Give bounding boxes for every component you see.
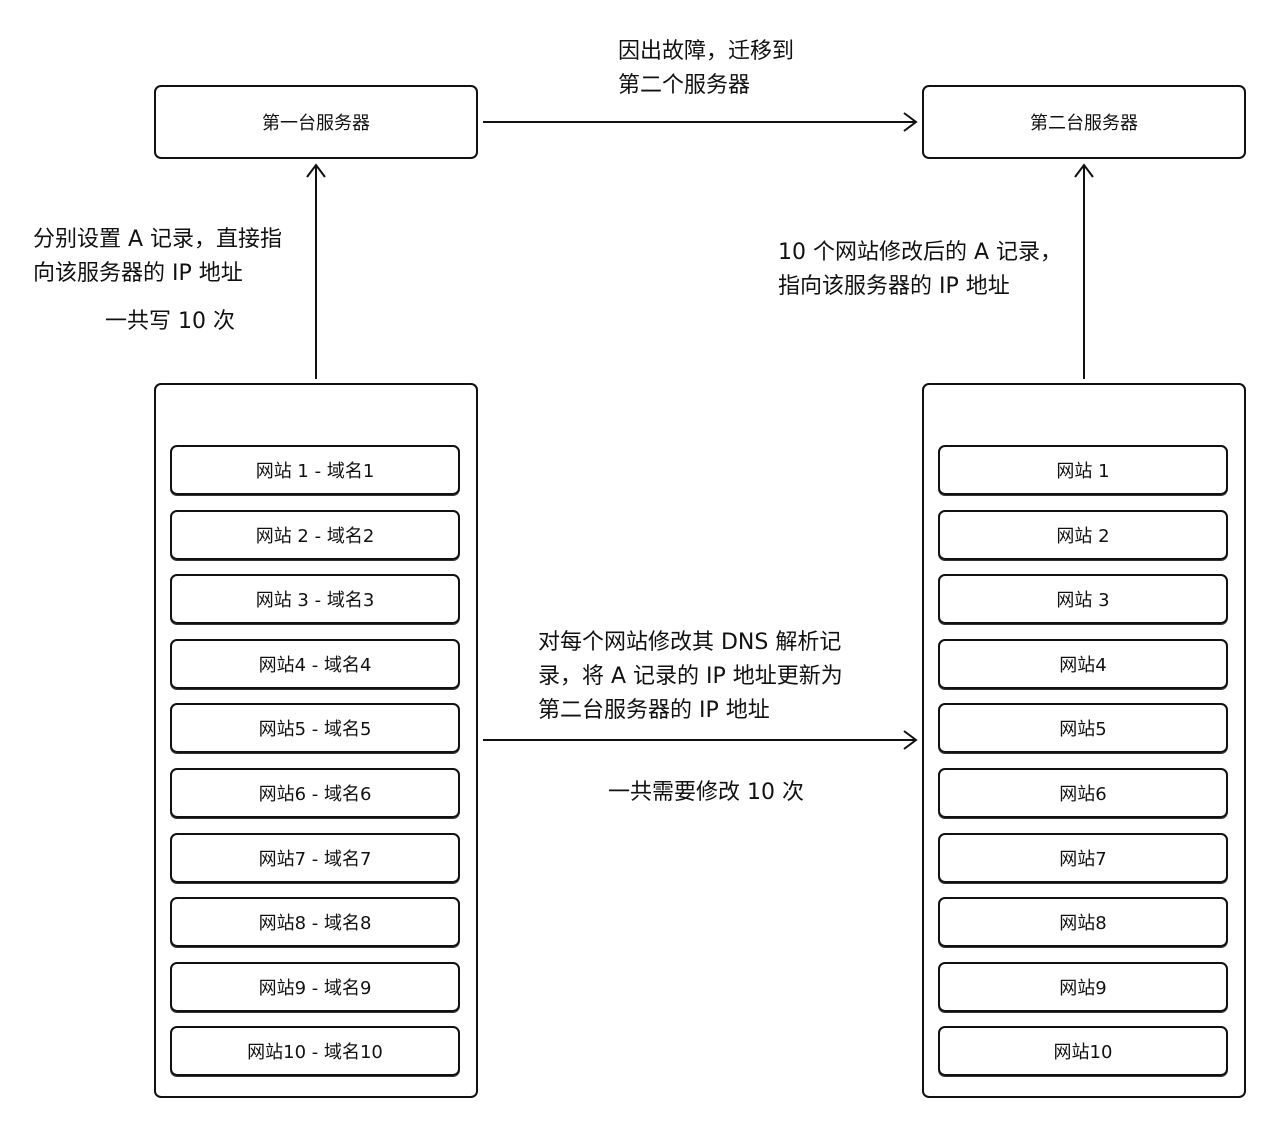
migrate-note-line: 第二个服务器 <box>618 73 751 98</box>
migrate-note: 因出故障，迁移到 第二个服务器 <box>618 35 794 103</box>
left-site-item: 网站6 - 域名6 <box>170 767 460 818</box>
left-site-item: 网站10 - 域名10 <box>170 1026 460 1077</box>
left-site-item: 网站 1 - 域名1 <box>170 445 460 495</box>
left-site-item: 网站 3 - 域名3 <box>170 574 460 625</box>
right-site-item: 网站 1 <box>938 445 1228 495</box>
update-note-line: 第二台服务器的 IP 地址 <box>538 698 770 723</box>
second-server-label: 第二台服务器 <box>1030 113 1138 134</box>
left-site-item: 网站4 - 域名4 <box>170 638 460 689</box>
left-site-container: 网站 1 - 域名1 网站 2 - 域名2 网站 3 - 域名3 网站4 - 域… <box>154 383 478 1098</box>
left-site-item: 网站5 - 域名5 <box>170 703 460 754</box>
first-server-label: 第一台服务器 <box>262 113 370 134</box>
right-site-item: 网站10 <box>938 1026 1228 1077</box>
arrowhead-server2 <box>903 112 918 132</box>
update-note-line: 对每个网站修改其 DNS 解析记 <box>538 630 842 655</box>
update-count-note: 一共需要修改 10 次 <box>608 780 804 805</box>
right-site-item: 网站 2 <box>938 509 1228 560</box>
left-a-record-note-line: 分别设置 A 记录，直接指 <box>33 227 283 252</box>
arrowhead-server1 <box>306 163 326 178</box>
update-note-line: 录，将 A 记录的 IP 地址更新为 <box>538 664 843 689</box>
migrate-note-line: 因出故障，迁移到 <box>618 39 795 64</box>
right-site-item: 网站6 <box>938 767 1228 818</box>
right-a-record-note: 10 个网站修改后的 A 记录， 指向该服务器的 IP 地址 <box>778 236 1062 304</box>
right-a-record-note-line: 10 个网站修改后的 A 记录， <box>778 240 1063 265</box>
left-site-item: 网站8 - 域名8 <box>170 897 460 948</box>
right-a-record-note-line: 指向该服务器的 IP 地址 <box>778 274 1010 299</box>
second-server-box: 第二台服务器 <box>922 85 1246 159</box>
right-site-item: 网站9 <box>938 961 1228 1012</box>
first-server-box: 第一台服务器 <box>154 85 478 159</box>
right-site-item: 网站4 <box>938 638 1228 689</box>
right-site-item: 网站8 <box>938 897 1228 948</box>
left-count-note: 一共写 10 次 <box>105 309 235 334</box>
left-site-list: 网站 1 - 域名1 网站 2 - 域名2 网站 3 - 域名3 网站4 - 域… <box>170 445 460 1091</box>
right-site-item: 网站5 <box>938 703 1228 754</box>
right-site-container: 网站 1 网站 2 网站 3 网站4 网站5 网站6 网站7 网站8 网站9 网… <box>922 383 1246 1098</box>
right-site-item: 网站 3 <box>938 574 1228 625</box>
update-note: 对每个网站修改其 DNS 解析记 录，将 A 记录的 IP 地址更新为 第二台服… <box>538 626 843 728</box>
left-site-item: 网站 2 - 域名2 <box>170 509 460 560</box>
arrowhead-server2-up <box>1074 163 1094 178</box>
right-site-list: 网站 1 网站 2 网站 3 网站4 网站5 网站6 网站7 网站8 网站9 网… <box>938 445 1228 1091</box>
left-a-record-note-line: 向该服务器的 IP 地址 <box>33 261 243 286</box>
left-site-item: 网站7 - 域名7 <box>170 832 460 883</box>
arrowhead-right-container <box>903 730 918 750</box>
right-site-item: 网站7 <box>938 832 1228 883</box>
left-site-item: 网站9 - 域名9 <box>170 961 460 1012</box>
left-a-record-note: 分别设置 A 记录，直接指 向该服务器的 IP 地址 <box>33 223 282 291</box>
